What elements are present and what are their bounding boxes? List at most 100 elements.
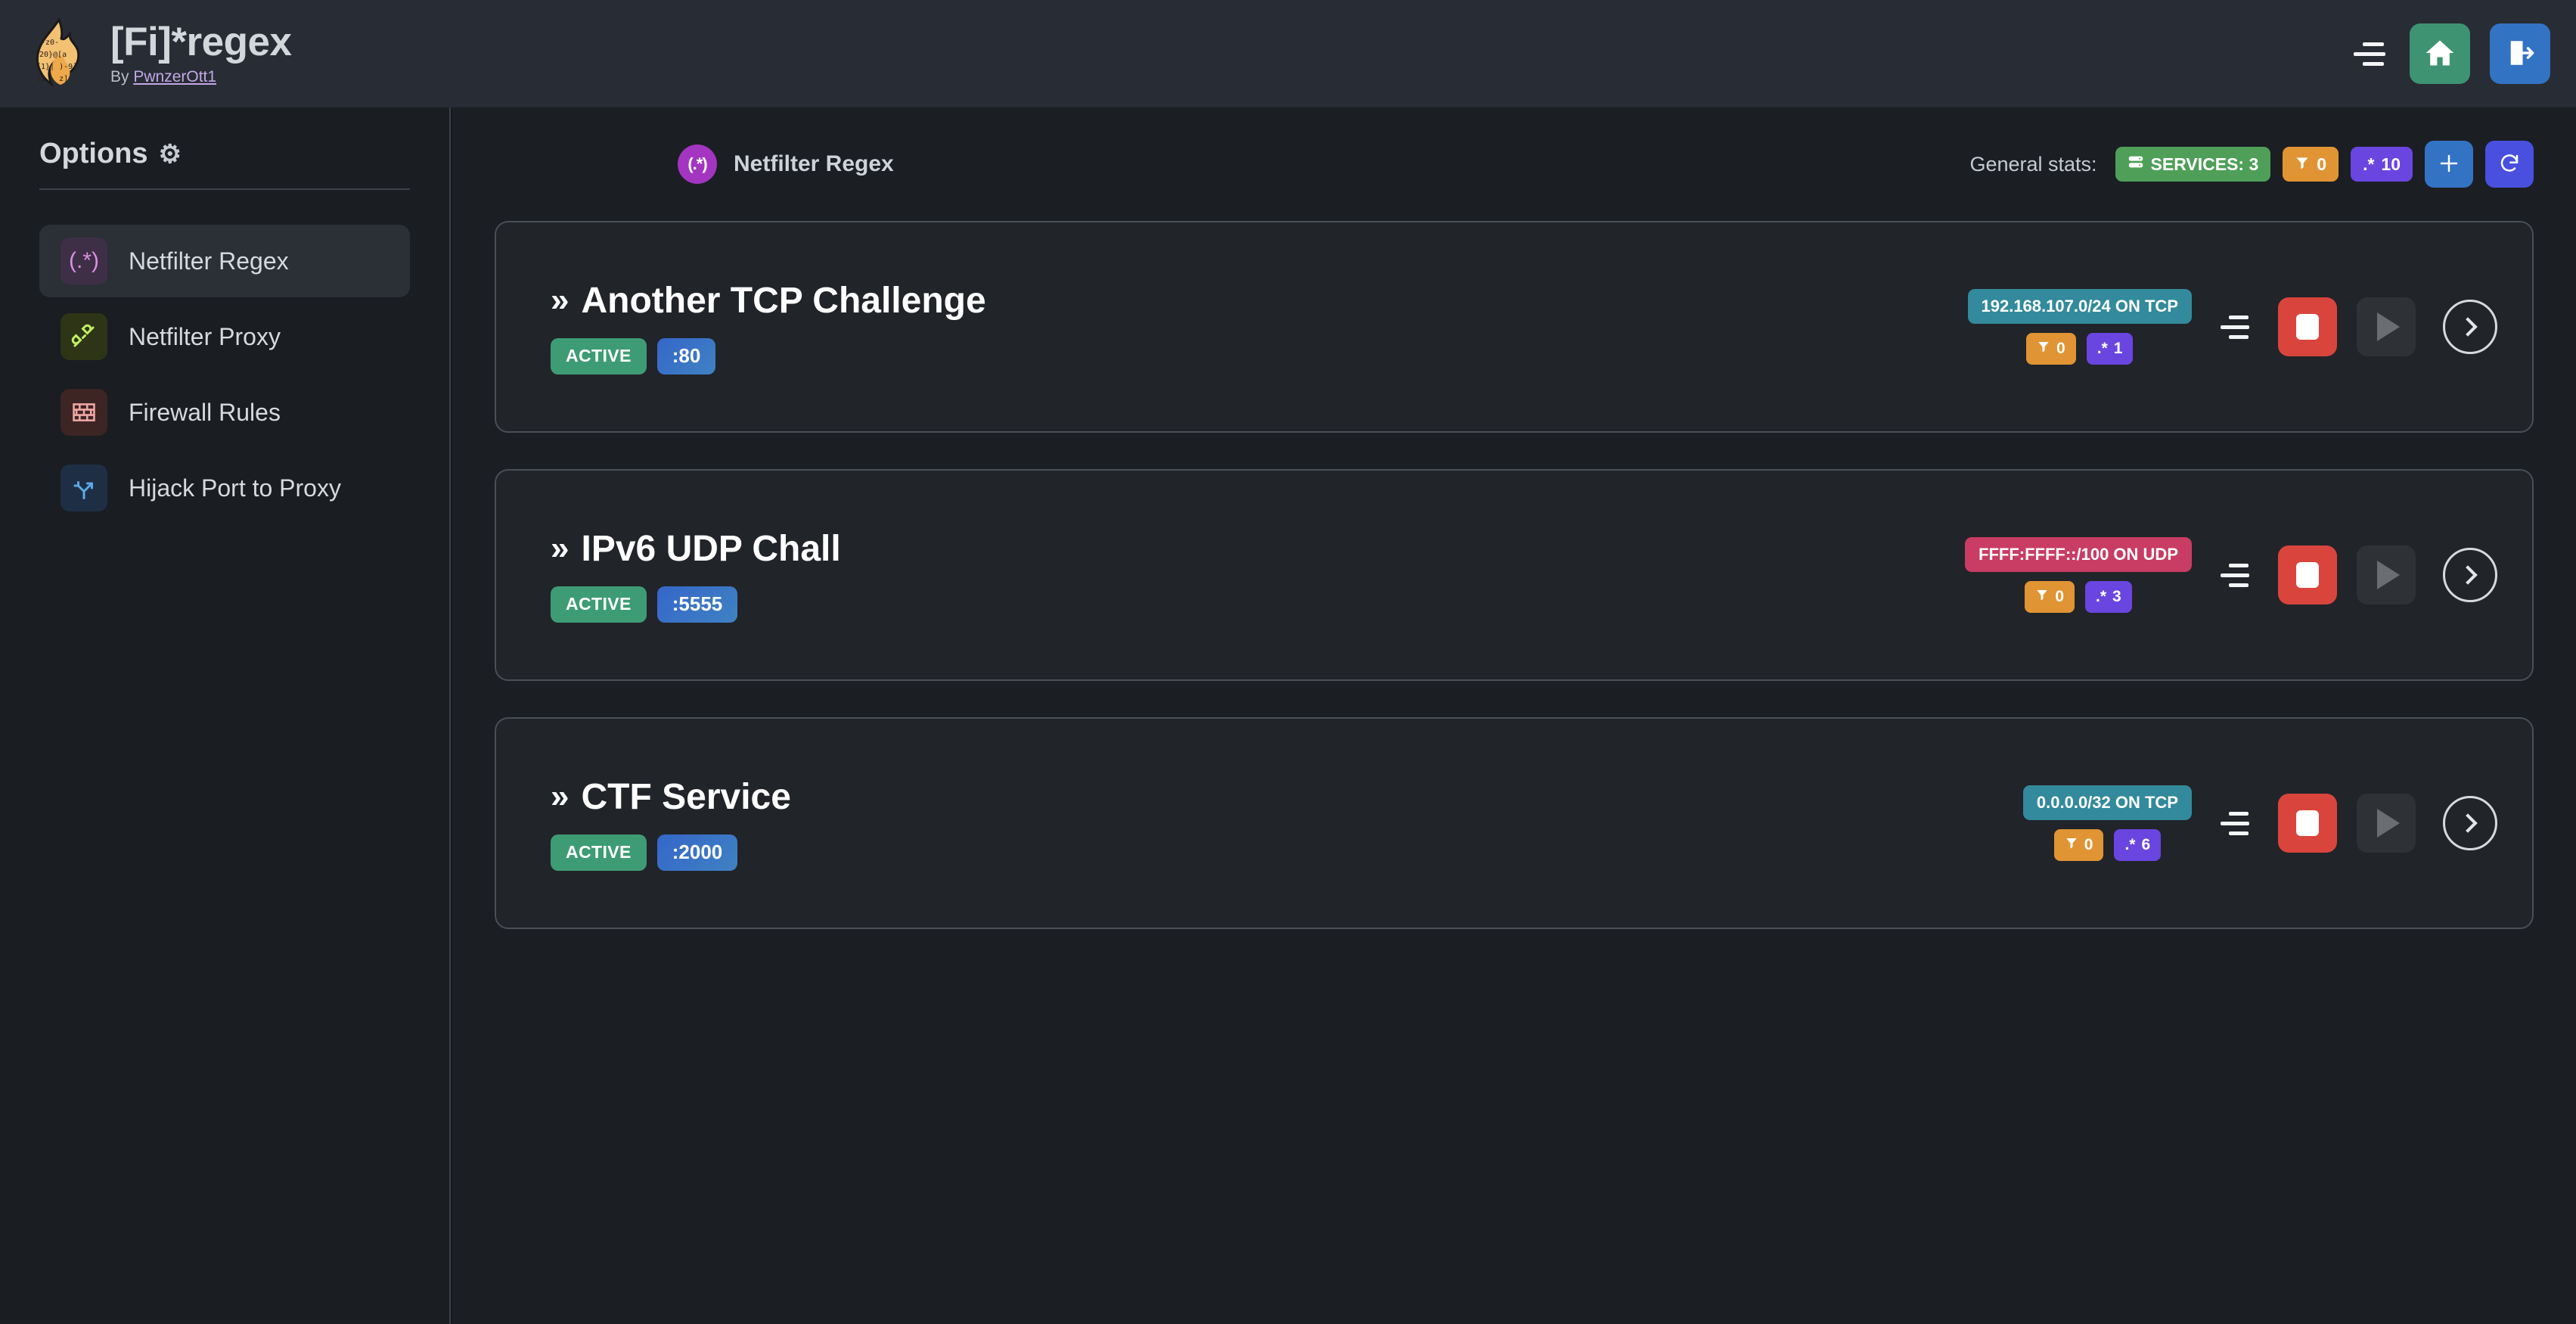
refresh-icon xyxy=(2498,152,2521,177)
sidebar-item-firewall-rules[interactable]: Firewall Rules xyxy=(39,376,410,449)
app-header: -z0- 20}@[a {1}| )-9] (1 - z] [Fi]*regex… xyxy=(0,0,2576,107)
start-service-button[interactable] xyxy=(2357,545,2416,605)
service-card[interactable]: » Another TCP Challenge ACTIVE :80 192.1… xyxy=(495,221,2534,433)
start-service-button[interactable] xyxy=(2357,794,2416,853)
gear-icon: ⚙ xyxy=(158,139,182,169)
service-title: » Another TCP Challenge xyxy=(551,280,986,322)
service-filters-badge: 0 xyxy=(2026,333,2076,365)
cidr-badge: FFFF:FFFF::/100 ON UDP xyxy=(1965,537,2192,572)
service-regex-badge: .* 3 xyxy=(2085,581,2132,613)
regex-dot-star-icon: .* xyxy=(2363,154,2375,174)
service-controls: 192.168.107.0/24 ON TCP 0 .* 1 xyxy=(1967,289,2497,365)
stop-icon xyxy=(2296,562,2319,588)
status-badge: ACTIVE xyxy=(551,586,647,623)
port-badge: :5555 xyxy=(656,586,738,623)
logout-button[interactable] xyxy=(2490,23,2550,84)
header-actions xyxy=(2349,23,2550,84)
sidebar-item-netfilter-regex[interactable]: (.*) Netfilter Regex xyxy=(39,225,410,297)
play-icon xyxy=(2377,809,2400,838)
service-title: » CTF Service xyxy=(551,776,791,818)
service-network-info: FFFF:FFFF::/100 ON UDP 0 .* 3 xyxy=(1965,537,2192,613)
service-filters-count: 0 xyxy=(2056,340,2065,357)
open-service-button[interactable] xyxy=(2443,548,2497,602)
sidebar-item-label: Netfilter Proxy xyxy=(129,322,281,350)
stop-icon xyxy=(2296,314,2319,340)
double-chevron-right-icon: » xyxy=(551,530,570,567)
refresh-button[interactable] xyxy=(2485,141,2534,188)
drag-handle-icon[interactable] xyxy=(2214,805,2255,841)
stop-service-button[interactable] xyxy=(2278,794,2337,853)
funnel-icon xyxy=(2295,154,2310,175)
app-title: [Fi]*regex xyxy=(110,20,292,65)
stop-service-button[interactable] xyxy=(2278,545,2337,605)
add-service-button[interactable] xyxy=(2425,141,2473,188)
service-info: » IPv6 UDP Chall ACTIVE :5555 xyxy=(551,528,841,623)
app-author-line: By PwnzerOtt1 xyxy=(110,68,291,86)
regex-circle-icon: (.*) xyxy=(678,145,717,184)
server-icon xyxy=(2128,154,2144,175)
main-content: (.*) Netfilter Regex General stats: SERV… xyxy=(452,107,2576,1324)
cidr-badge: 192.168.107.0/24 ON TCP xyxy=(1967,289,2192,324)
service-info: » Another TCP Challenge ACTIVE :80 xyxy=(551,280,986,375)
main-header: (.*) Netfilter Regex General stats: SERV… xyxy=(495,139,2534,189)
service-info: » CTF Service ACTIVE :2000 xyxy=(551,776,791,871)
hamburger-menu-icon[interactable] xyxy=(2349,36,2390,71)
general-stats: General stats: SERVICES: 3 0 xyxy=(1969,141,2534,188)
service-name: Another TCP Challenge xyxy=(581,280,986,321)
funnel-icon xyxy=(2037,340,2050,358)
service-filters-badge: 0 xyxy=(2053,829,2104,861)
service-filters-count: 0 xyxy=(2055,588,2064,605)
regex-dot-star-icon: .* xyxy=(2096,340,2108,357)
chevron-right-circle-icon xyxy=(2458,565,2478,585)
brand: -z0- 20}@[a {1}| )-9] (1 - z] [Fi]*regex… xyxy=(26,17,292,90)
open-service-button[interactable] xyxy=(2443,796,2497,850)
service-controls: 0.0.0.0/32 ON TCP 0 .* 6 xyxy=(2022,785,2497,861)
sidebar-item-hijack-port-to-proxy[interactable]: Hijack Port to Proxy xyxy=(39,452,410,524)
service-card[interactable]: » IPv6 UDP Chall ACTIVE :5555 FFFF:FFFF:… xyxy=(495,469,2534,681)
by-prefix: By xyxy=(110,67,134,85)
stop-service-button[interactable] xyxy=(2278,297,2337,356)
sidebar: Options ⚙ (.*) Netfilter Regex Netfilter… xyxy=(0,107,451,1324)
brick-wall-icon xyxy=(61,389,107,436)
service-title: » IPv6 UDP Chall xyxy=(551,528,841,570)
play-icon xyxy=(2377,312,2400,341)
service-network-info: 0.0.0.0/32 ON TCP 0 .* 6 xyxy=(2022,785,2192,861)
drag-handle-icon[interactable] xyxy=(2214,557,2255,593)
service-network-info: 192.168.107.0/24 ON TCP 0 .* 1 xyxy=(1967,289,2192,365)
home-icon xyxy=(2423,36,2457,72)
plug-icon xyxy=(61,313,107,360)
home-button[interactable] xyxy=(2410,23,2470,84)
service-filters-badge: 0 xyxy=(2025,581,2075,613)
sidebar-item-label: Netfilter Regex xyxy=(129,247,289,275)
open-service-button[interactable] xyxy=(2443,300,2497,354)
service-card[interactable]: » CTF Service ACTIVE :2000 0.0.0.0/32 ON… xyxy=(495,717,2534,929)
play-icon xyxy=(2377,561,2400,589)
regex-icon: (.*) xyxy=(61,238,107,284)
svg-text:(1 - z]: (1 - z] xyxy=(36,75,68,83)
service-tags: ACTIVE :80 xyxy=(551,337,986,375)
sidebar-item-label: Hijack Port to Proxy xyxy=(129,474,341,502)
plus-icon xyxy=(2438,152,2460,177)
svg-text:-z0-: -z0- xyxy=(41,39,59,47)
page-title: Netfilter Regex xyxy=(734,151,894,176)
drag-handle-icon[interactable] xyxy=(2214,309,2255,345)
service-counters: 0 .* 6 xyxy=(2053,829,2162,861)
filters-badge: 0 xyxy=(2283,147,2339,182)
double-chevron-right-icon: » xyxy=(551,281,570,319)
general-stats-label: General stats: xyxy=(1969,152,2097,176)
sidebar-divider xyxy=(39,188,410,190)
cidr-badge: 0.0.0.0/32 ON TCP xyxy=(2022,785,2192,820)
sidebar-heading: Options ⚙ xyxy=(39,138,410,188)
stop-icon xyxy=(2296,810,2319,836)
service-tags: ACTIVE :2000 xyxy=(551,834,791,871)
author-link[interactable]: PwnzerOtt1 xyxy=(133,67,217,85)
route-fork-icon xyxy=(61,465,107,511)
service-counters: 0 .* 3 xyxy=(2025,581,2132,613)
sidebar-item-label: Firewall Rules xyxy=(129,398,281,426)
service-regex-badge: .* 1 xyxy=(2086,333,2134,365)
start-service-button[interactable] xyxy=(2357,297,2416,356)
service-controls: FFFF:FFFF::/100 ON UDP 0 .* 3 xyxy=(1965,537,2497,613)
service-name: CTF Service xyxy=(581,776,791,817)
sidebar-item-netfilter-proxy[interactable]: Netfilter Proxy xyxy=(39,300,410,373)
status-badge: ACTIVE xyxy=(551,834,647,871)
